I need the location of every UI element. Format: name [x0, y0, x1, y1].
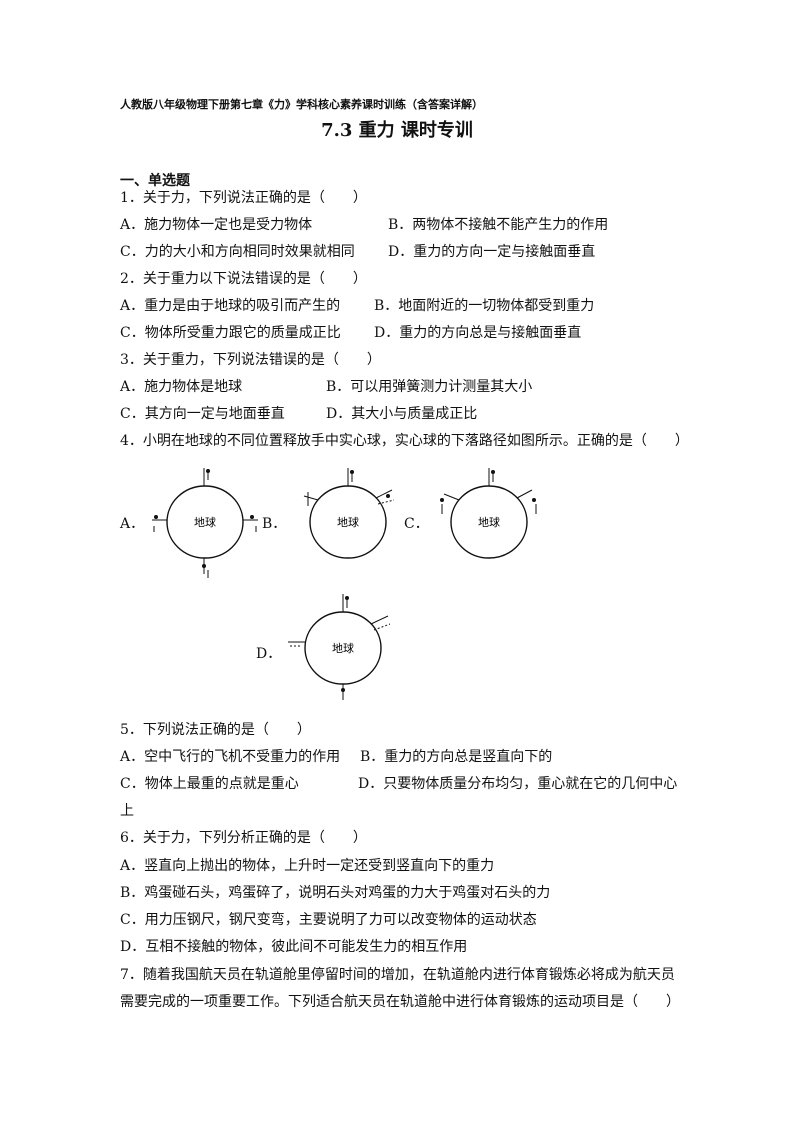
question-2-option-b: B．地面附近的一切物体都受到重力	[374, 298, 595, 314]
section-heading: 一、单选题	[120, 173, 190, 189]
figure-d-globe: 地球	[288, 594, 391, 700]
figure-d-label: D．	[256, 646, 282, 662]
question-3-stem: 3．关于重力，下列说法错误的是（ ）	[120, 352, 381, 368]
question-2-option-d: D．重力的方向总是与接触面垂直	[374, 325, 582, 341]
question-7-stem-line-2: 需要完成的一项重要工作。下列适合航天员在轨道舱中进行体育锻炼的运动项目是（ ）	[120, 994, 680, 1010]
question-1-stem: 1．关于力，下列说法正确的是（ ）	[120, 190, 367, 206]
figure-c-globe: 地球	[440, 468, 537, 559]
question-6-option-a: A．竖直向上抛出的物体，上升时一定还受到竖直向下的重力	[120, 858, 495, 874]
question-6-option-d: D．互相不接触的物体，彼此间不可能发生力的相互作用	[120, 939, 468, 955]
question-5-stem: 5．下列说法正确的是（ ）	[120, 722, 311, 738]
question-1-option-c: C．力的大小和方向相同时效果就相同	[120, 244, 355, 260]
document-header: 人教版八年级物理下册第七章《力》学科核心素养课时训练（含答案详解）	[120, 98, 483, 111]
question-7-stem-line-1: 7．随着我国航天员在轨道舱里停留时间的增加，在轨道舱内进行体育锻炼必将成为航天员	[120, 967, 675, 983]
question-3-option-d: D．其大小与质量成正比	[326, 406, 478, 422]
figure-b-label: B．	[262, 516, 287, 532]
question-1-option-d: D．重力的方向一定与接触面垂直	[388, 244, 596, 260]
question-1-option-b: B．两物体不接触不能产生力的作用	[388, 217, 609, 233]
question-5-option-d-continuation: 上	[120, 803, 134, 819]
question-2-stem: 2．关于重力以下说法错误的是（ ）	[120, 271, 367, 287]
question-2-option-c: C．物体所受重力跟它的质量成正比	[120, 325, 341, 341]
question-5-option-a: A．空中飞行的飞机不受重力的作用	[120, 749, 341, 765]
question-2-option-a: A．重力是由于地球的吸引而产生的	[120, 298, 341, 314]
question-3-option-a: A．施力物体是地球	[120, 379, 243, 395]
question-6-option-b: B．鸡蛋碰石头，鸡蛋碎了，说明石头对鸡蛋的力大于鸡蛋对石头的力	[120, 885, 551, 901]
page-title: 7.3 重力 课时专训	[321, 120, 473, 141]
figure-c-label: C．	[404, 516, 429, 532]
question-6-option-c: C．用力压钢尺，钢尺变弯，主要说明了力可以改变物体的运动状态	[120, 912, 537, 928]
figure-a-label: A．	[120, 516, 145, 532]
question-5-option-d: D．只要物体质量分布均匀，重心就在它的几何中心	[358, 776, 678, 792]
question-3-option-c: C．其方向一定与地面垂直	[120, 406, 285, 422]
figure-a-globe: 地球	[152, 468, 258, 578]
question-5-option-b: B．重力的方向总是竖直向下的	[360, 749, 553, 765]
figure-d-earth-label: 地球	[332, 641, 354, 655]
figure-b-earth-label: 地球	[337, 515, 359, 529]
question-1-option-a: A．施力物体一定也是受力物体	[120, 217, 313, 233]
question-5-option-c: C．物体上最重的点就是重心	[120, 776, 299, 792]
question-4-stem: 4．小明在地球的不同位置释放手中实心球，实心球的下落路径如图所示。正确的是（ ）	[120, 433, 689, 449]
figure-a-earth-label: 地球	[194, 515, 216, 529]
question-6-stem: 6．关于力，下列分析正确的是（ ）	[120, 830, 367, 846]
figure-c-earth-label: 地球	[478, 515, 500, 529]
question-3-option-b: B．可以用弹簧测力计测量其大小	[326, 379, 533, 395]
figure-b-globe: 地球	[303, 468, 395, 559]
